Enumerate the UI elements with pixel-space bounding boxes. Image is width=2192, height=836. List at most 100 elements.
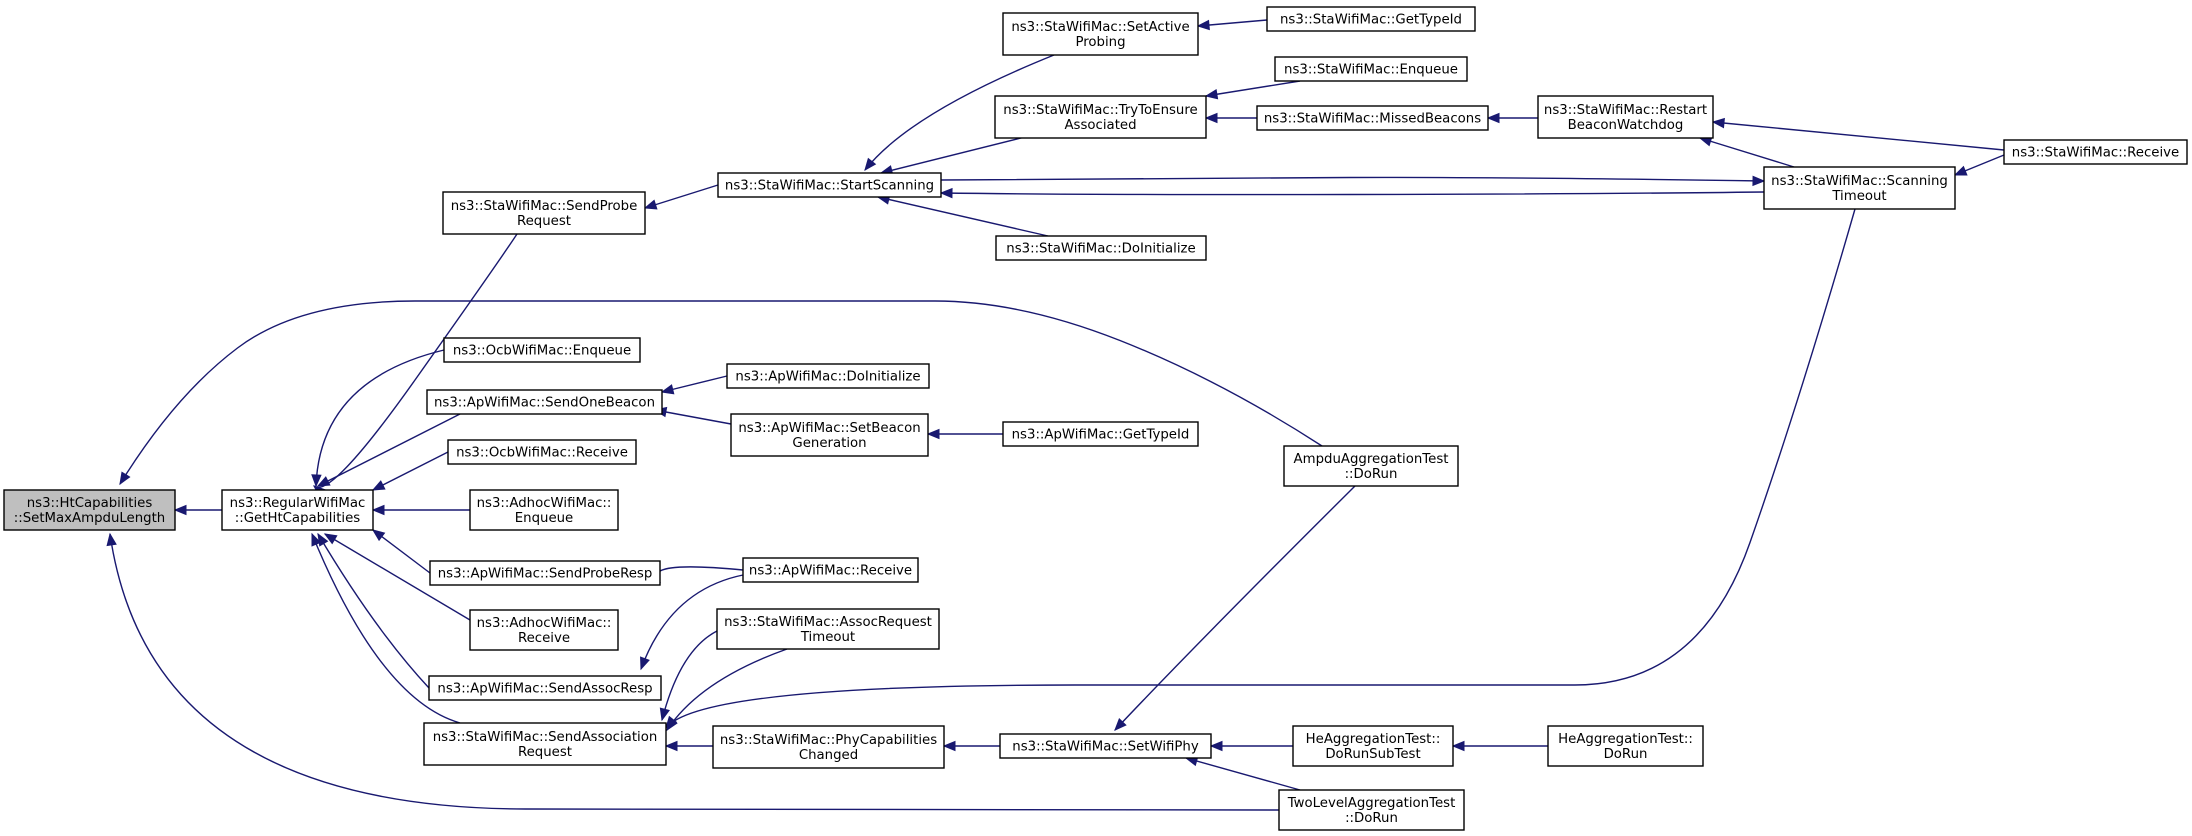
node-n23[interactable]: ns3::ApWifiMac::GetTypeId (1002, 421, 1199, 447)
arrowhead-icon (660, 384, 675, 395)
node-label: Probing (1075, 35, 1125, 50)
node-label: ns3::ApWifiMac::SendAssocResp (437, 682, 652, 697)
node-label: ns3::StaWifiMac::SendProbe (451, 199, 638, 214)
node-label: ns3::StaWifiMac::SetActive (1011, 20, 1189, 35)
node-label: ns3::StaWifiMac::TryToEnsure (1003, 103, 1197, 118)
node-n0[interactable]: ns3::HtCapabilities::SetMaxAmpduLength (3, 489, 176, 531)
edge-n31-to-n0 (106, 532, 1280, 811)
node-n15[interactable]: ns3::StaWifiMac::GetTypeId (1266, 6, 1476, 32)
node-n25[interactable]: ns3::ApWifiMac::Receive (742, 557, 919, 583)
arrowhead-icon (311, 474, 322, 488)
node-box (442, 191, 646, 235)
node-label: HeAggregationTest:: (1558, 732, 1693, 747)
node-n24[interactable]: AmpduAggregationTest::DoRun (1283, 445, 1459, 487)
node-n5[interactable]: ns3::OcbWifiMac::Receive (447, 439, 637, 465)
node-n17[interactable]: ns3::StaWifiMac::MissedBeacons (1256, 105, 1489, 131)
arrowhead-icon (1204, 112, 1218, 124)
node-n21[interactable]: ns3::ApWifiMac::DoInitialize (726, 363, 930, 389)
arrowhead-icon (1451, 740, 1465, 752)
node-label: ns3::ApWifiMac::SendOneBeacon (434, 396, 655, 411)
edge-line (940, 176, 1765, 182)
node-n14[interactable]: ns3::StaWifiMac::DoInitialize (995, 235, 1207, 261)
edge-n1-to-n0 (119, 300, 1323, 486)
node-n1[interactable]: ns3::RegularWifiMac::GetHtCapabilities (221, 489, 374, 531)
node-label: ns3::ApWifiMac::Receive (749, 564, 912, 579)
node-label: Receive (518, 631, 570, 646)
edge-n11-to-n19 (940, 175, 1766, 187)
node-box (995, 235, 1207, 261)
edge-n19-to-n11 (939, 187, 1765, 199)
edge-n8-to-n1 (323, 533, 471, 621)
arrowhead-icon (1486, 112, 1500, 124)
edge-n28-to-n27 (942, 740, 1000, 752)
node-box (1537, 95, 1714, 139)
node-box (1292, 725, 1454, 767)
node-n11[interactable]: ns3::StaWifiMac::StartScanning (717, 172, 942, 198)
node-label: ns3::ApWifiMac::DoInitialize (735, 370, 920, 385)
node-n9[interactable]: ns3::ApWifiMac::SendAssocResp (428, 675, 662, 701)
edge-line (864, 54, 1055, 171)
node-box (426, 389, 663, 415)
edge-n17-to-n13 (1204, 112, 1257, 124)
edge-line (1699, 137, 1795, 168)
node-n4[interactable]: ns3::ApWifiMac::SendOneBeacon (426, 389, 663, 415)
edge-n10-to-n1 (311, 532, 461, 724)
edge-line (1712, 121, 2005, 151)
node-label: ns3::StaWifiMac::SetWifiPhy (1012, 740, 1199, 755)
arrowhead-icon (106, 532, 117, 547)
edge-n20-to-n19 (1953, 154, 2005, 176)
arrowhead-icon (926, 428, 940, 440)
node-label: ns3::StaWifiMac::MissedBeacons (1264, 112, 1481, 127)
edge-n26-to-n10 (659, 630, 718, 722)
node-label: ns3::StaWifiMac::Receive (2012, 146, 2179, 161)
node-n30[interactable]: HeAggregationTest::DoRun (1547, 725, 1704, 767)
arrowhead-icon (640, 656, 650, 671)
node-n20[interactable]: ns3::StaWifiMac::Receive (2003, 139, 2188, 165)
edge-n13-to-n11 (879, 136, 1026, 176)
edge-n23-to-n22 (926, 428, 1003, 440)
edge-n18-to-n17 (1486, 112, 1538, 124)
node-label: ::DoRun (1345, 811, 1398, 826)
node-label: Generation (792, 436, 866, 451)
node-box (1278, 789, 1465, 831)
node-box (1002, 421, 1199, 447)
node-box (1002, 12, 1199, 56)
node-label: DoRunSubTest (1325, 747, 1420, 762)
edge-n25-to-n9 (640, 574, 744, 671)
arrowhead-icon (659, 707, 670, 722)
node-n7[interactable]: ns3::ApWifiMac::SendProbeResp (429, 560, 661, 586)
node-n8[interactable]: ns3::AdhocWifiMac::Receive (469, 609, 619, 651)
node-box (447, 439, 637, 465)
edge-n19-to-n18 (1698, 136, 1795, 168)
arrowhead-icon (371, 504, 385, 516)
edge-n29-to-n28 (1209, 740, 1293, 752)
edge-n9-to-n1 (317, 532, 430, 689)
node-n31[interactable]: TwoLevelAggregationTest::DoRun (1278, 789, 1465, 831)
node-label: ::GetHtCapabilities (235, 511, 361, 526)
node-label: ns3::StaWifiMac::PhyCapabilities (720, 733, 937, 748)
node-n6[interactable]: ns3::AdhocWifiMac::Enqueue (469, 489, 619, 531)
arrowhead-icon (119, 471, 131, 486)
node-n3[interactable]: ns3::OcbWifiMac::Enqueue (443, 337, 641, 363)
node-n29[interactable]: HeAggregationTest::DoRunSubTest (1292, 725, 1454, 767)
node-label: ns3::StaWifiMac::StartScanning (725, 179, 934, 194)
node-n28[interactable]: ns3::StaWifiMac::SetWifiPhy (999, 733, 1212, 759)
node-label: ns3::StaWifiMac::Enqueue (1284, 63, 1458, 78)
node-label: Changed (799, 748, 858, 763)
node-n16[interactable]: ns3::StaWifiMac::Enqueue (1274, 56, 1468, 82)
node-label: ::DoRun (1345, 467, 1398, 482)
edge-line (119, 300, 1323, 485)
edge-line (880, 136, 1026, 174)
edge-line (1185, 757, 1301, 791)
edge-n22-to-n4 (653, 406, 732, 425)
edge-line (661, 630, 718, 721)
